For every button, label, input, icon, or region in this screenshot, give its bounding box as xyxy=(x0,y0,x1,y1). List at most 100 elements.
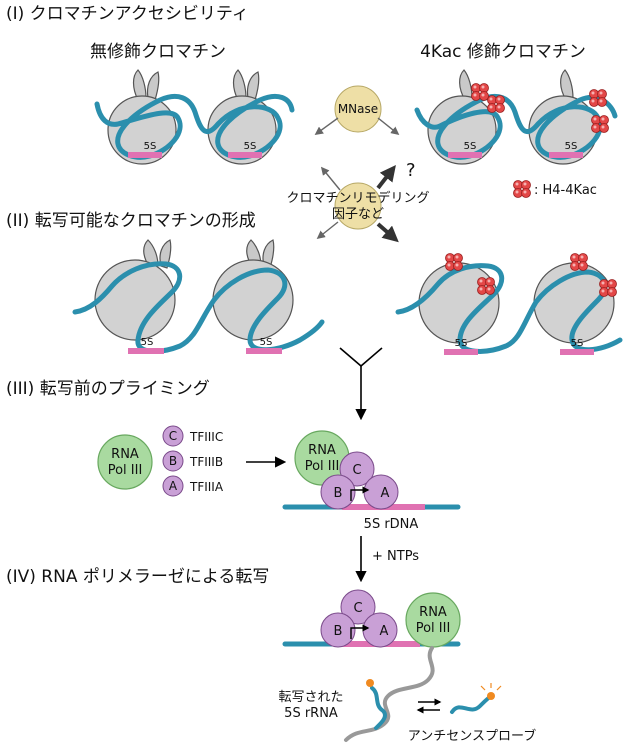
rna-pol-label: RNA xyxy=(308,443,336,458)
acetyl-highlight xyxy=(473,85,477,89)
acetyl-highlight xyxy=(609,289,613,293)
tfiiib-label: TFIIIB xyxy=(189,455,223,469)
acetyl-highlight xyxy=(599,91,603,95)
acetyl-highlight xyxy=(599,99,603,103)
acetyl-highlight xyxy=(591,91,595,95)
tf-b-letter: B xyxy=(334,486,343,501)
ntps-label: + NTPs xyxy=(372,549,419,564)
five-s-label: 5S xyxy=(464,141,477,152)
acetyl-marks xyxy=(487,95,505,113)
acetyl-marks xyxy=(477,277,495,295)
legend-label: : H4-4Kac xyxy=(534,183,597,198)
question-mark: ? xyxy=(406,160,416,181)
tf-c-letter: C xyxy=(352,463,361,478)
acetyl-marks xyxy=(591,115,609,133)
acetyl-highlight xyxy=(515,182,519,186)
acetyl-highlight xyxy=(580,263,584,267)
tf-c-letter: C xyxy=(353,601,362,616)
acetyl-marks xyxy=(570,253,588,271)
acetyl-marks xyxy=(589,89,607,107)
tf-a-letter: A xyxy=(381,486,390,501)
five-s-label: 5S xyxy=(144,141,157,152)
mnase-label: MNase xyxy=(338,102,378,116)
rna-pol-label: RNA xyxy=(111,447,139,462)
probe-label: アンチセンスプローブ xyxy=(408,728,536,744)
acetyl-highlight xyxy=(609,281,613,285)
acetyl-highlight xyxy=(481,93,485,97)
acetyl-highlight xyxy=(479,287,483,291)
five-s-label: 5S xyxy=(565,141,578,152)
transcribed-label-2: 5S rRNA xyxy=(284,706,338,721)
tf-a-letter: A xyxy=(169,479,178,493)
tf-b-letter: B xyxy=(334,624,343,639)
tss-arrow xyxy=(350,624,370,639)
tfiiic-label: TFIIIC xyxy=(189,430,223,444)
acetyl-highlight xyxy=(601,289,605,293)
header-unmodified: 無修飾クロマチン xyxy=(90,42,226,62)
acetyl-highlight xyxy=(572,263,576,267)
tfiiia-label: TFIIIA xyxy=(189,480,224,494)
transcribed-label-1: 転写された xyxy=(278,690,343,705)
acetyl-highlight xyxy=(487,279,491,283)
acetylated-chromatin-accessible: 5S 5S xyxy=(414,69,618,165)
preinitiation-complex: RNA Pol III C B A 5S rDNA xyxy=(282,430,461,532)
header-acetylated: 4Kac 修飾クロマチン xyxy=(420,42,586,62)
remodeling-factor xyxy=(334,182,382,230)
acetyl-highlight xyxy=(489,105,493,109)
acetyl-highlight xyxy=(481,85,485,89)
acetyl-highlight xyxy=(523,182,527,186)
tf-c-letter: C xyxy=(169,429,177,443)
rna-pol-label: Pol III xyxy=(416,621,451,636)
pol-iii-free: RNA Pol III xyxy=(97,434,153,490)
antisense-probe: アンチセンスプローブ xyxy=(408,683,536,744)
section-title-2: (II) 転写可能なクロマチンの形成 xyxy=(6,211,256,231)
merge-arrow xyxy=(339,347,383,421)
legend-acetyl-icon xyxy=(513,180,531,198)
acetyl-highlight xyxy=(497,105,501,109)
rna-pol-label: Pol III xyxy=(305,459,340,474)
signal-rays-icon xyxy=(480,683,502,691)
five-s-label: 5S xyxy=(244,141,257,152)
acetyl-highlight xyxy=(473,93,477,97)
acetyl-highlight xyxy=(593,117,597,121)
acetyl-highlight xyxy=(489,97,493,101)
section-title-4: (IV) RNA ポリメラーゼによる転写 xyxy=(6,567,269,587)
acetyl-highlight xyxy=(479,279,483,283)
acetyl-highlight xyxy=(497,97,501,101)
rna-pol-label: Pol III xyxy=(108,463,143,478)
section-title-3: (III) 転写前のプライミング xyxy=(6,379,210,399)
mnase-enzyme xyxy=(334,85,382,133)
probe-tag-icon xyxy=(366,679,374,687)
acetyl-highlight xyxy=(601,125,605,129)
acetyl-highlight xyxy=(523,190,527,194)
acetyl-highlight xyxy=(447,255,451,259)
acetyl-highlight xyxy=(591,99,595,103)
section-title-1: (I) クロマチンアクセシビリティ xyxy=(6,4,249,24)
unmodified-chromatin-open: 5S 5S xyxy=(72,239,325,354)
acetyl-highlight xyxy=(487,287,491,291)
rna-pol-label: RNA xyxy=(419,605,447,620)
tf-list: C TFIIIC B TFIIIB A TFIIIA xyxy=(162,425,224,497)
acetyl-marks xyxy=(599,279,617,297)
acetyl-marks xyxy=(445,253,463,271)
five-s-label: 5S xyxy=(455,338,468,349)
acetyl-highlight xyxy=(593,125,597,129)
transcribed-rrna: 転写された 5S rRNA xyxy=(278,646,435,742)
acetyl-highlight xyxy=(601,281,605,285)
tf-b-letter: B xyxy=(169,454,177,468)
remodeling-label-1: クロマチンリモデリング xyxy=(286,190,429,206)
rdna-label: 5S rDNA xyxy=(364,517,419,532)
acetylated-chromatin-open: 5S 5S xyxy=(395,253,623,355)
equilibrium-arrows xyxy=(416,698,442,714)
remodeling-label-2: 因子など xyxy=(332,207,384,222)
five-s-label: 5S xyxy=(141,337,154,348)
elongation-complex: C B A RNA Pol III xyxy=(282,589,461,648)
unmodified-chromatin-accessible: 5S 5S xyxy=(94,69,295,165)
tf-a-letter: A xyxy=(380,624,389,639)
acetyl-highlight xyxy=(515,190,519,194)
acetyl-highlight xyxy=(572,255,576,259)
probe-tag-icon xyxy=(487,692,495,700)
five-s-label: 5S xyxy=(571,338,584,349)
acetyl-highlight xyxy=(455,255,459,259)
